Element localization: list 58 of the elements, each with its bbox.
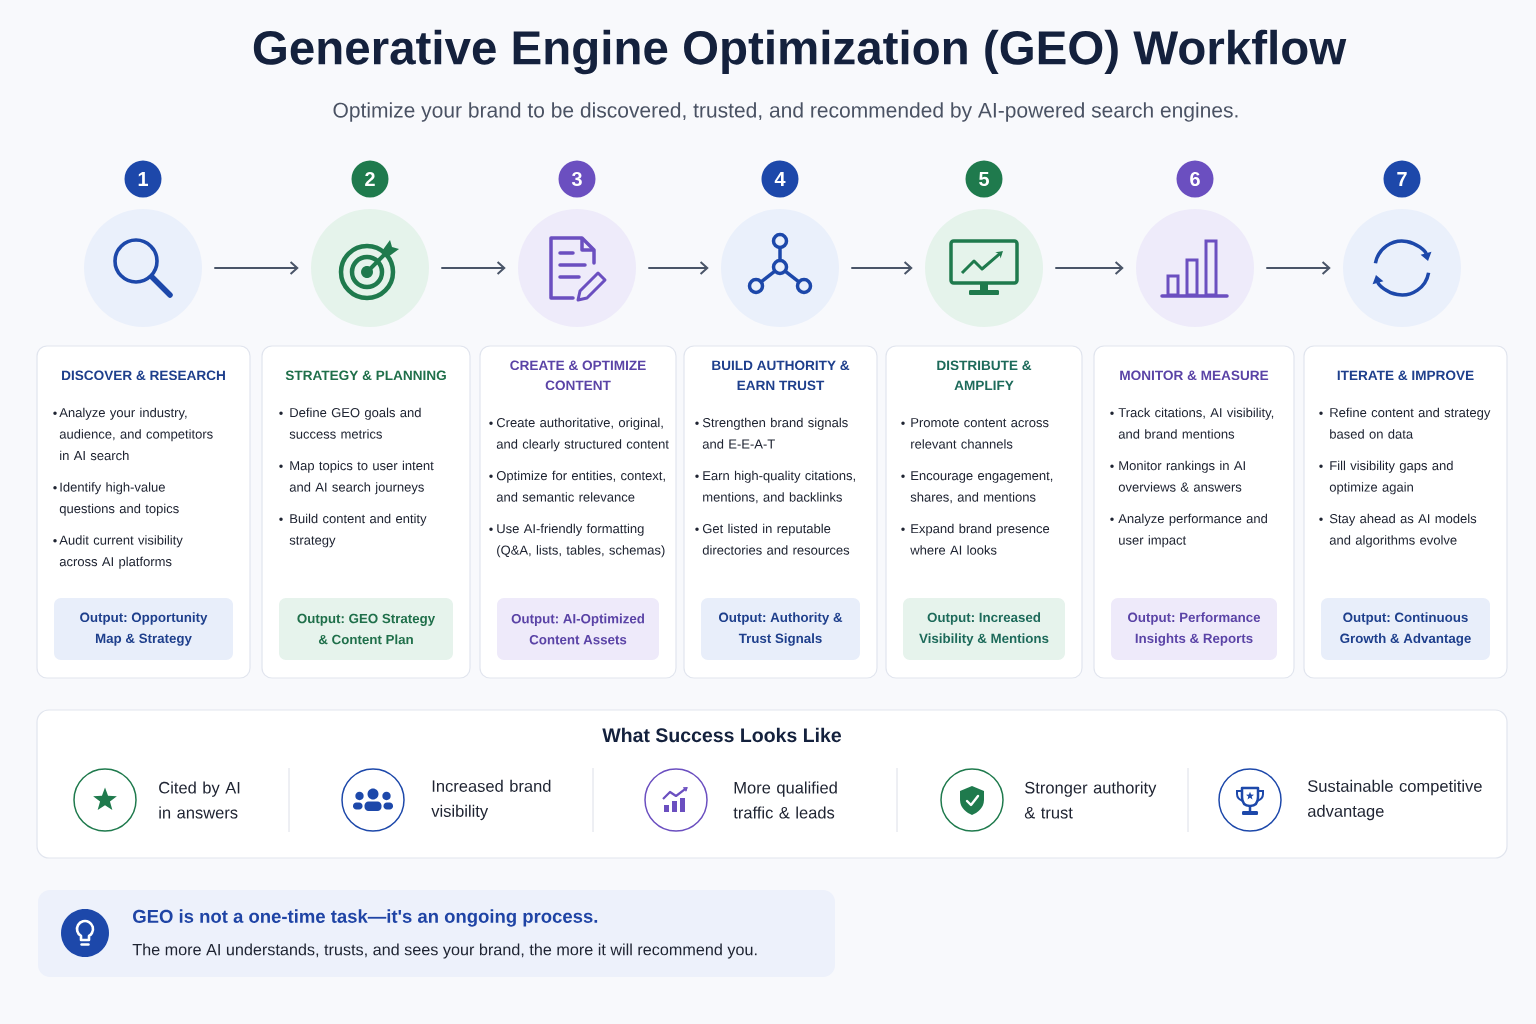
step-number-badge: 1: [124, 160, 162, 198]
callout-heading: GEO is not a one-time task—it's an ongoing process.: [133, 909, 598, 927]
bullet-text: Track citations, AI visibility, and brand mentions: [1118, 407, 1274, 439]
step-number-badge: 3: [558, 160, 596, 198]
step-number-badge: 5: [965, 160, 1003, 198]
arrow: [647, 261, 709, 275]
benefit-text: Stronger authority & trust: [1024, 781, 1157, 819]
arrow: [213, 261, 299, 275]
bullet-text: Create authoritative, original, and clearly structured content: [496, 417, 669, 452]
arrow: [1265, 261, 1331, 275]
arrow: [440, 261, 506, 275]
output-box: Output: GEO Strategy & Content Plan: [279, 598, 453, 660]
title: Generative Engine Optimization (GEO) Workflow: [253, 29, 1347, 75]
benefit-text: Increased brand visibility: [431, 779, 551, 821]
arrow: [850, 261, 913, 275]
bullet-text: Stay ahead as AI models and algorithms evolve: [1329, 513, 1477, 548]
output-box: Output: Opportunity Map & Strategy: [54, 598, 233, 660]
card-heading: CREATE & OPTIMIZE CONTENT: [510, 360, 646, 391]
step-number-badge: 2: [351, 160, 389, 198]
bullet-text: Audit current visibility across AI platforms: [59, 535, 183, 569]
bullet-text: Optimize for entities, context, and semantic relevance: [496, 470, 665, 502]
output-box: Output: Continuous Growth & Advantage: [1321, 598, 1490, 660]
bullet-text: Monitor rankings in AI overviews & answers: [1118, 460, 1245, 492]
bullet-text: Define GEO goals and success metrics: [289, 407, 421, 439]
bullet-text: Fill visibility gaps and optimize again: [1329, 460, 1453, 495]
output-box: Output: Performance Insights & Reports: [1111, 598, 1277, 660]
subtitle: Optimize your brand to be discovered, trusted, and recommended by AI-powered search engines.: [333, 102, 1238, 122]
benefit-text: More qualified traffic & leads: [733, 781, 837, 819]
step-number-badge: 4: [761, 160, 799, 198]
bullet-text: Identify high-value questions and topics: [59, 482, 179, 516]
bullet-text: Analyze your industry, audience, and competitors in AI search: [59, 407, 213, 461]
bullet-text: Get listed in reputable directories and resources: [702, 523, 850, 555]
card-heading: BUILD AUTHORITY & EARN TRUST: [712, 360, 850, 391]
bullet-text: Build content and entity strategy: [289, 513, 427, 548]
step-number-badge: 7: [1383, 160, 1421, 198]
callout-text: The more AI understands, trusts, and sees your brand, the more it will recommend you.: [132, 943, 757, 959]
bullet-text: Promote content across relevant channels: [911, 418, 1049, 449]
bullet-text: Encourage engagement, shares, and mentions: [910, 471, 1053, 504]
output-box: Output: Increased Visibility & Mentions: [903, 598, 1065, 660]
benefit-text: Sustainable competitive advantage: [1308, 779, 1482, 821]
arrow: [1054, 261, 1124, 275]
benefit-text: Cited by AI in answers: [159, 781, 240, 819]
card-heading: DISCOVER & RESEARCH: [62, 370, 225, 381]
step-number-badge: 6: [1176, 160, 1214, 198]
bullet-text: Map topics to user intent and AI search journeys: [289, 460, 434, 495]
bullet-text: Earn high-quality citations, mentions, and backlinks: [703, 470, 855, 504]
bullet-text: Refine content and strategy based on data: [1330, 407, 1491, 439]
card-heading: MONITOR & MEASURE: [1120, 370, 1269, 381]
card-heading: ITERATE & IMPROVE: [1337, 370, 1474, 381]
output-box: Output: Authority & Trust Signals: [701, 598, 860, 660]
bullet-text: Analyze performance and user impact: [1118, 513, 1267, 548]
panel-heading: What Success Looks Like: [602, 727, 841, 743]
bullet-text: Expand brand presence where AI looks: [910, 523, 1050, 555]
bullet-text: Use AI-friendly formatting (Q&A, lists, tables, schemas): [497, 523, 665, 558]
bullet-text: Strengthen brand signals and E-E-A-T: [702, 417, 848, 449]
card-heading: DISTRIBUTE & AMPLIFY: [937, 360, 1032, 390]
output-box: Output: AI-Optimized Content Assets: [497, 598, 659, 660]
card-heading: STRATEGY & PLANNING: [285, 370, 446, 381]
